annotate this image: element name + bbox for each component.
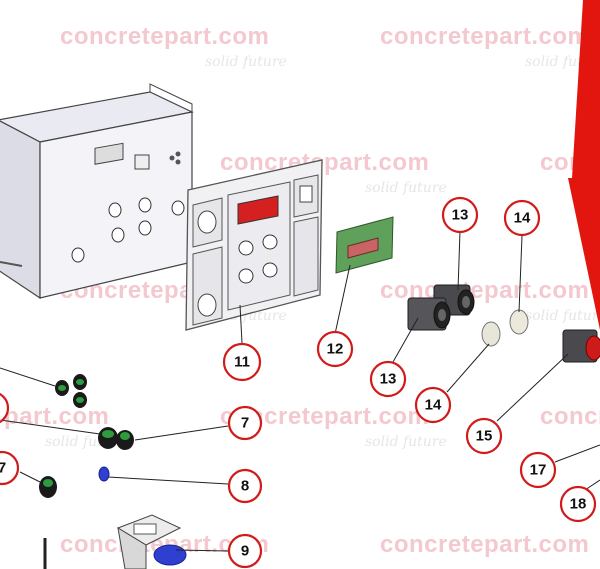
cable-glands-top xyxy=(55,374,87,408)
red-arrow xyxy=(568,0,600,330)
svg-text:15: 15 xyxy=(476,428,493,445)
lens-discs xyxy=(481,309,529,347)
front-panel-overlay xyxy=(185,159,323,331)
leader-lines xyxy=(0,230,600,552)
watermark-text: concretepart.com xyxy=(220,149,429,176)
pcb-board xyxy=(335,216,394,274)
callout-9: 9 xyxy=(227,533,263,569)
callout-15: 15 xyxy=(465,417,503,455)
svg-text:9: 9 xyxy=(241,543,249,560)
watermark-tagline: solid future xyxy=(205,54,287,70)
watermark-text: concretepart.com xyxy=(380,531,589,558)
svg-text:13: 13 xyxy=(380,371,397,388)
watermark-text: concretepart.com xyxy=(380,23,589,50)
callout-7-left: 7 xyxy=(0,450,20,486)
callout-7: 7 xyxy=(227,405,263,441)
callout-edge-partial xyxy=(0,392,10,424)
callout-13-lower: 13 xyxy=(369,360,407,398)
svg-text:7: 7 xyxy=(0,460,6,477)
svg-text:12: 12 xyxy=(327,341,344,358)
switch-block-lower xyxy=(407,297,451,331)
callout-18: 18 xyxy=(559,485,597,523)
callout-8: 8 xyxy=(227,468,263,504)
watermark-text: concretepart.com xyxy=(60,23,269,50)
callout-14-lower: 14 xyxy=(414,386,452,424)
svg-text:8: 8 xyxy=(241,478,249,495)
svg-text:11: 11 xyxy=(234,354,250,371)
svg-text:18: 18 xyxy=(570,496,587,513)
cable-glands-middle xyxy=(98,427,134,450)
blue-fitting xyxy=(98,466,110,482)
callout-14-upper: 14 xyxy=(503,199,541,237)
svg-text:7: 7 xyxy=(241,415,249,432)
callout-17: 17 xyxy=(519,451,557,489)
control-box xyxy=(0,83,194,300)
svg-text:17: 17 xyxy=(530,462,547,479)
svg-text:13: 13 xyxy=(452,207,469,224)
callout-13-upper: 13 xyxy=(441,196,479,234)
callout-12: 12 xyxy=(316,330,354,368)
cable-gland-lower xyxy=(39,476,57,498)
watermark-text: concretepart.com xyxy=(540,403,600,430)
callout-11: 11 xyxy=(222,342,262,382)
watermark-tagline: solid future xyxy=(365,434,447,450)
watermark-tagline: solid future xyxy=(365,180,447,196)
svg-text:14: 14 xyxy=(425,397,442,414)
watermark-tagline: solid future xyxy=(525,308,600,324)
watermark-text: concretepart.com xyxy=(0,403,109,430)
svg-text:14: 14 xyxy=(514,210,531,227)
selector-switch xyxy=(562,329,600,363)
